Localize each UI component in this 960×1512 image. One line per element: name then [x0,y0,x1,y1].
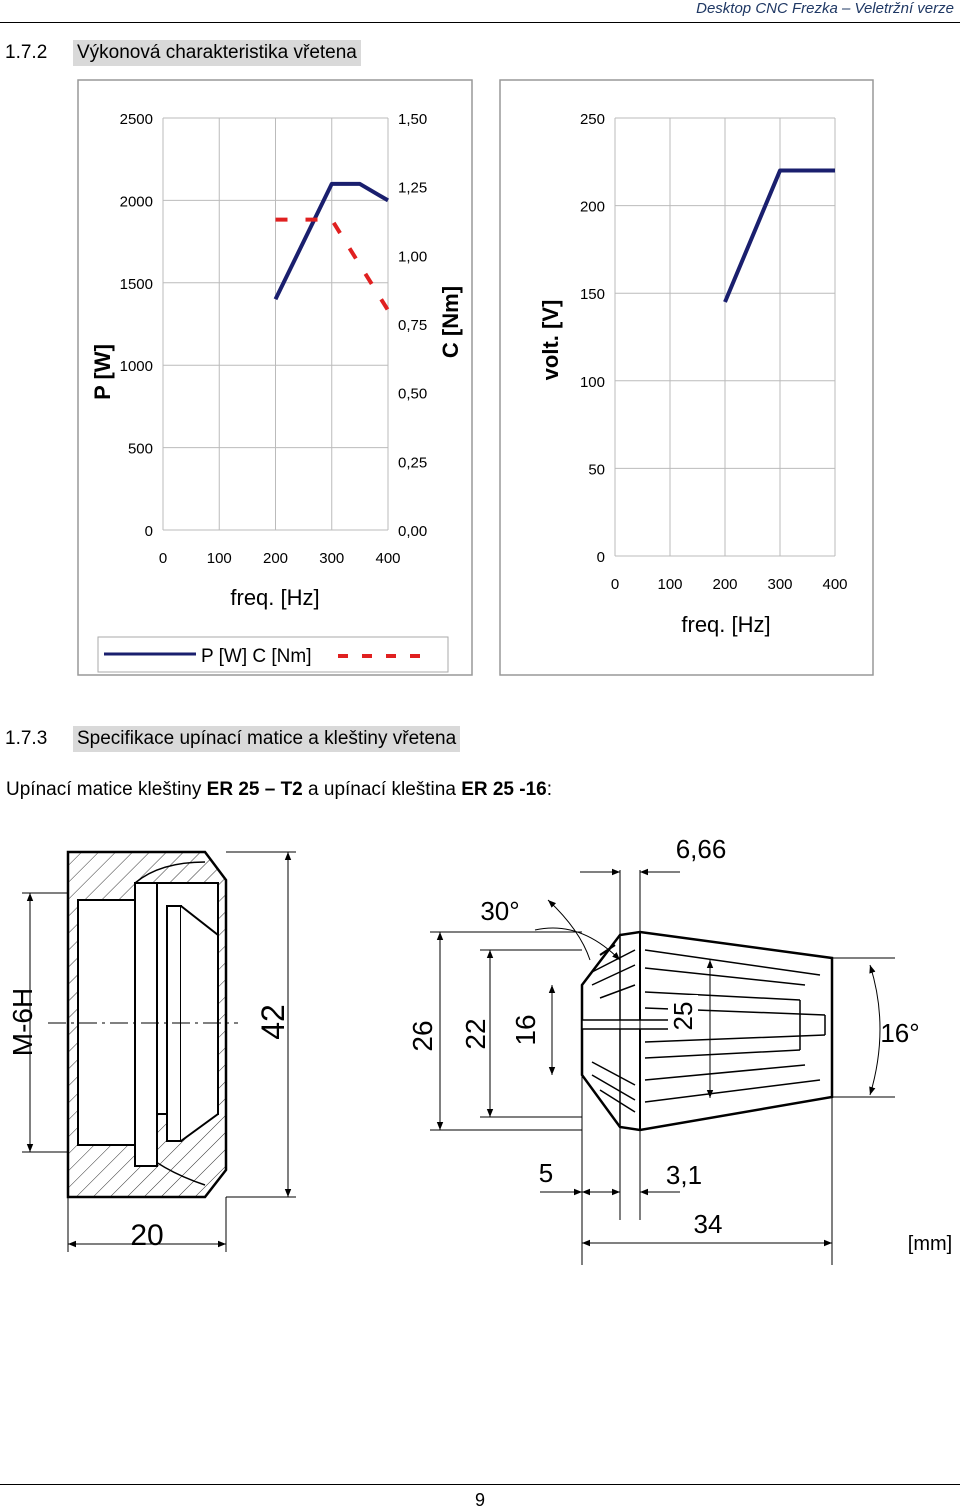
y-tick-label: 100 [580,374,605,391]
dim-22: 22 [460,1018,491,1049]
unit-label: [mm] [908,1233,952,1255]
dim-25-bg [668,995,698,1037]
chart1-ticks: 0 100 200 300 400 0 500 1000 1500 2000 2500 0,00 0,2… [120,111,428,567]
y-tick-label: 2000 [120,193,153,210]
technical-drawing: M-6H 42 20 [7,834,952,1265]
nut-drawing [22,850,296,1252]
dim-26: 26 [407,1020,438,1051]
y-tick-label: 0 [145,523,153,540]
dim-nut-diameter: 42 [255,1004,291,1040]
x-tick-label: 300 [319,550,344,567]
series-line-0 [273,181,390,301]
section-heading-1: 1.7.2 Výkonová charakteristika vřetena [0,40,361,66]
dim-top: 6,66 [676,834,727,864]
x-tick-label: 200 [263,550,288,567]
y-tick-label: 200 [580,199,605,216]
collet-spec: ER 25 -16 [461,779,547,800]
y-tick-label: 250 [580,111,605,128]
y2-tick-label: 0,25 [398,454,427,471]
y2-tick-label: 0,50 [398,386,427,403]
dim-16: 16 [510,1014,541,1045]
chart2-ylabel: volt. [V] [538,300,563,381]
y2-tick-label: 1,00 [398,248,427,265]
collet-drawing [430,868,895,1265]
y-tick-label: 1500 [120,276,153,293]
dim-5: 5 [539,1158,553,1188]
x-tick-label: 100 [207,550,232,567]
y2-tick-label: 0,00 [398,523,427,540]
chart2-frame [499,79,874,676]
dim-3-1: 3,1 [666,1160,702,1190]
chart2-grid [614,117,836,557]
x-tick-label: 400 [375,550,400,567]
series-line-1 [275,217,390,312]
paragraph-text: a upínací kleština [302,779,462,800]
y-tick-label: 150 [580,286,605,303]
section-number: 1.7.2 [5,42,48,63]
paragraph-text: : [546,779,553,800]
x-tick-label: 0 [611,576,619,593]
chart1-series [273,181,390,312]
angle-top: 30° [480,896,519,926]
y2-tick-label: 1,25 [398,180,427,197]
y-tick-label: 1000 [120,358,153,375]
section-heading-2: 1.7.3 Specifikace upínací matice a klešti… [0,726,461,752]
chart1-y2label: C [Nm] [438,286,463,358]
chart1-ylabel: P [W] [90,344,115,400]
chart1-grid [162,117,389,531]
chart1-legend-text: P [W] C [Nm] [201,646,311,667]
y-tick-label: 500 [128,441,153,458]
chart2-xlabel: freq. [Hz] [681,612,770,637]
paragraph-text: Upínací matice kleštiny [6,779,207,800]
x-tick-label: 400 [822,576,847,593]
x-tick-label: 100 [657,576,682,593]
dim-thread: M-6H [7,988,38,1056]
x-tick-label: 0 [159,550,167,567]
footer-rule [0,1484,960,1485]
y-tick-label: 2500 [120,111,153,128]
section-title: Specifikace upínací matice a kleštiny vř… [73,726,461,752]
y2-tick-label: 1,50 [398,111,427,128]
chart2-ticks: 0 100 200 300 400 0 50 100 150 200 250 [580,111,848,593]
chart2-series [723,168,835,303]
page-number: 9 [474,1490,485,1510]
nut-spec: ER 25 – T2 [206,779,303,800]
section-number: 1.7.3 [5,728,48,749]
x-tick-label: 200 [712,576,737,593]
section-title: Výkonová charakteristika vřetena [73,40,361,66]
y-tick-label: 50 [588,461,605,478]
x-tick-label: 300 [767,576,792,593]
dim-34: 34 [694,1209,723,1239]
y-tick-label: 0 [597,549,605,566]
y2-tick-label: 0,75 [398,317,427,334]
dim-nut-width: 20 [130,1219,163,1252]
angle-side: 16° [880,1018,919,1048]
dim-25: 25 [668,1002,698,1031]
chart1-legend-box [97,636,449,673]
chart1-xlabel: freq. [Hz] [230,585,319,610]
header-rule [0,22,960,23]
series-line-0 [723,168,835,303]
running-header: Desktop CNC Frezka – Veletržní verze [696,0,954,17]
spec-paragraph: Upínací matice kleštiny ER 25 – T2 a upí… [6,779,552,801]
